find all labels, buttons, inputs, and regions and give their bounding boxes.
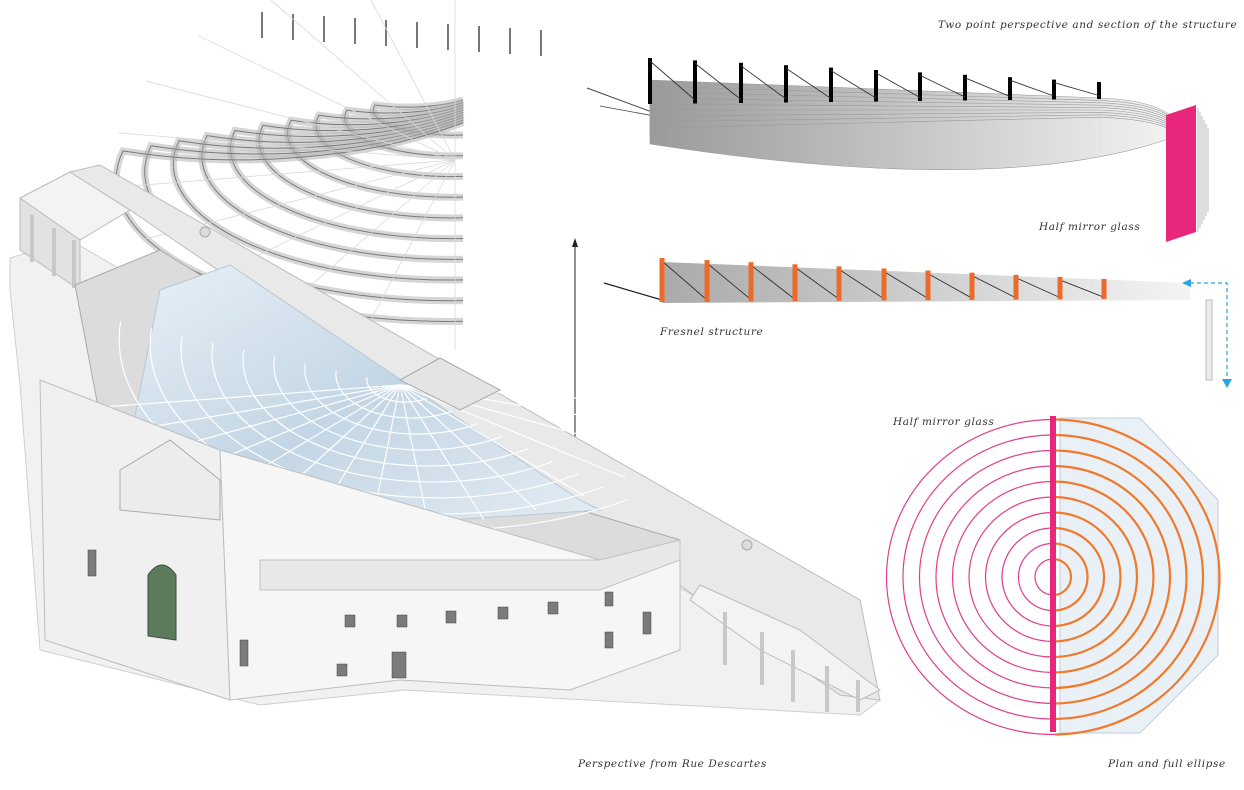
caption-half-mirror-glass-plan: Half mirror glass <box>893 416 995 428</box>
plan-ellipse <box>885 416 1221 736</box>
caption-half-mirror-glass: Half mirror glass <box>1039 221 1141 233</box>
fresnel-section <box>603 258 1232 388</box>
half-mirror-glass-line <box>1050 416 1056 732</box>
perspective-fan-structure <box>586 58 1209 242</box>
caption-plan-full-ellipse: Plan and full ellipse <box>1108 758 1226 770</box>
caption-fresnel-structure: Fresnel structure <box>660 326 764 338</box>
building-perspective <box>9 164 881 716</box>
caption-perspective-rue-descartes: Perspective from Rue Descartes <box>578 758 767 770</box>
half-mirror-glass-panel <box>1166 105 1196 242</box>
caption-two-point-perspective: Two point perspective and section of the… <box>938 19 1238 31</box>
arrow-up-icon <box>572 238 578 438</box>
dashed-arrow-icon <box>1182 279 1232 388</box>
green-door <box>147 564 177 641</box>
